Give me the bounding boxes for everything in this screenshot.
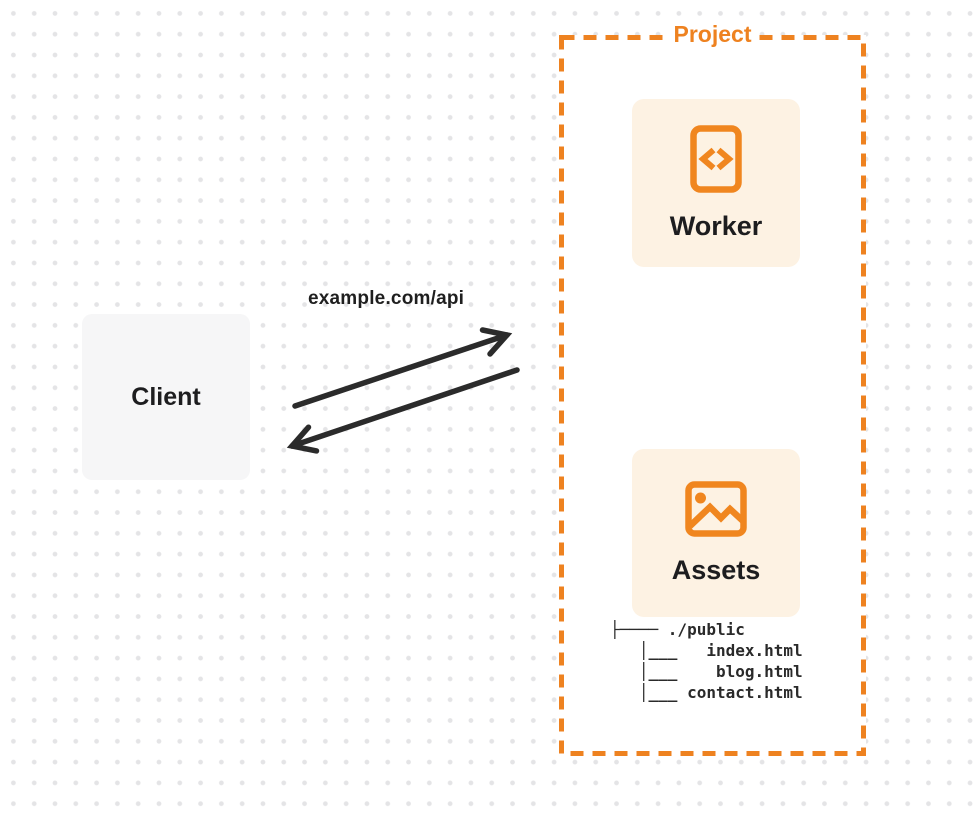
client-label: Client: [131, 382, 201, 411]
file-tree: ├──── ./public │___ index.html │___ blog…: [610, 619, 803, 703]
project-container: Project Worker Assets: [559, 20, 866, 756]
worker-node: Worker: [632, 99, 800, 267]
assets-label: Assets: [671, 554, 761, 585]
project-label: Project: [665, 20, 760, 48]
tree-row-public: ├──── ./public: [610, 620, 745, 639]
request-arrow: [292, 327, 513, 409]
dashed-border: [559, 35, 866, 756]
tree-row-contact: │___ contact.html: [610, 683, 803, 702]
tree-row-index: │___ index.html: [610, 641, 803, 660]
request-url-label: example.com/api: [308, 288, 465, 309]
request-response-arrows: [286, 327, 520, 454]
image-icon: [685, 480, 747, 537]
code-document-icon: [690, 124, 742, 193]
assets-node: Assets: [632, 449, 800, 617]
response-arrow: [286, 367, 520, 454]
client-node: Client: [82, 314, 250, 480]
worker-label: Worker: [669, 210, 763, 241]
tree-row-blog: │___ blog.html: [610, 662, 803, 681]
